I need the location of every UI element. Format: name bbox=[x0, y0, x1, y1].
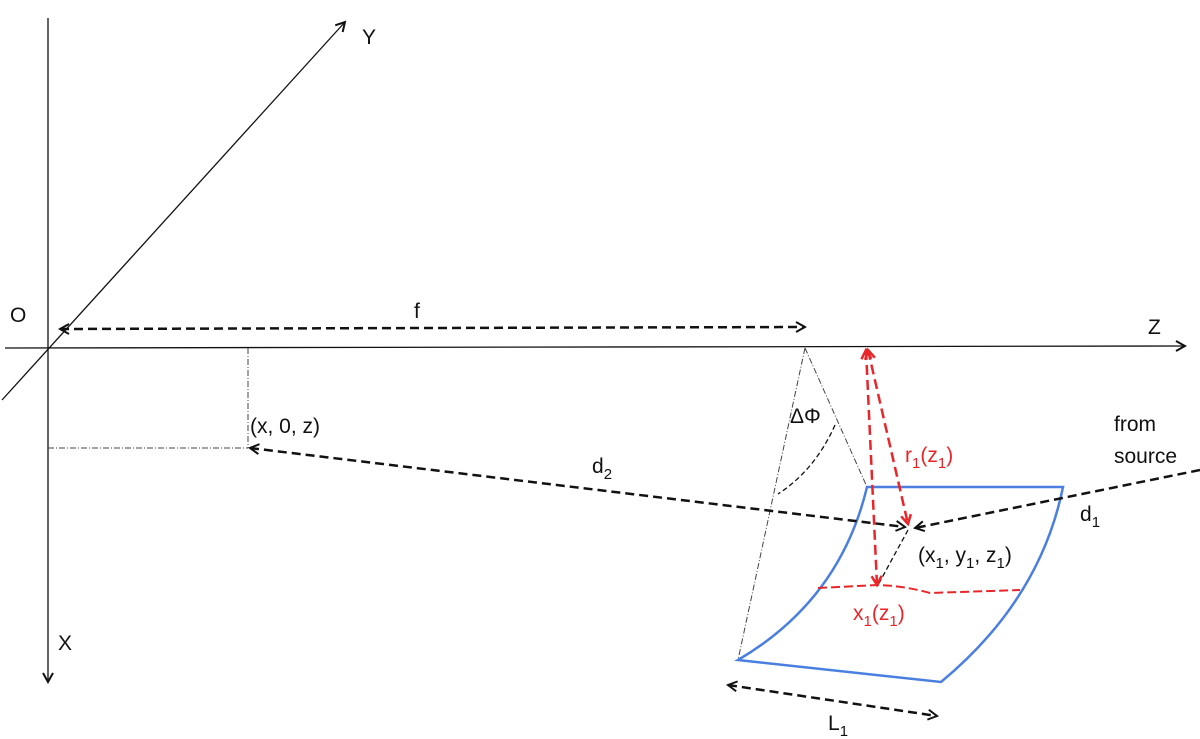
d2-arrow bbox=[250, 448, 905, 527]
r1-label: r1(z1) bbox=[905, 444, 953, 472]
d1-arrow bbox=[915, 468, 1200, 528]
x1-curve bbox=[817, 583, 1021, 595]
focal-label: f bbox=[414, 300, 420, 323]
projection-lines bbox=[48, 348, 249, 449]
origin-label: O bbox=[10, 304, 26, 327]
focal-length-arrow bbox=[60, 327, 805, 329]
from-label: from bbox=[1114, 413, 1156, 436]
x1-radial-arrow bbox=[866, 350, 877, 585]
x-axis-label: X bbox=[58, 632, 72, 655]
z-axis bbox=[4, 346, 1185, 348]
L1-label: L1 bbox=[828, 712, 848, 739]
curved-surface bbox=[734, 485, 1065, 684]
source-label: source bbox=[1114, 445, 1177, 468]
point-link bbox=[877, 529, 909, 586]
L1-arrow bbox=[728, 685, 937, 716]
r1-arrow bbox=[868, 350, 908, 524]
d2-label: d2 bbox=[592, 455, 612, 483]
d1-label: d1 bbox=[1080, 503, 1100, 531]
y-axis-label: Y bbox=[362, 26, 376, 49]
point1-label: (x1, y1, z1) bbox=[918, 544, 1012, 572]
point-label: (x, 0, z) bbox=[250, 415, 320, 438]
delta-phi-label: ΔΦ bbox=[790, 405, 821, 428]
angle-lines bbox=[737, 347, 868, 661]
z-axis-label: Z bbox=[1148, 316, 1161, 339]
y-axis bbox=[1, 22, 345, 401]
x1-label: x1(z1) bbox=[853, 602, 905, 630]
